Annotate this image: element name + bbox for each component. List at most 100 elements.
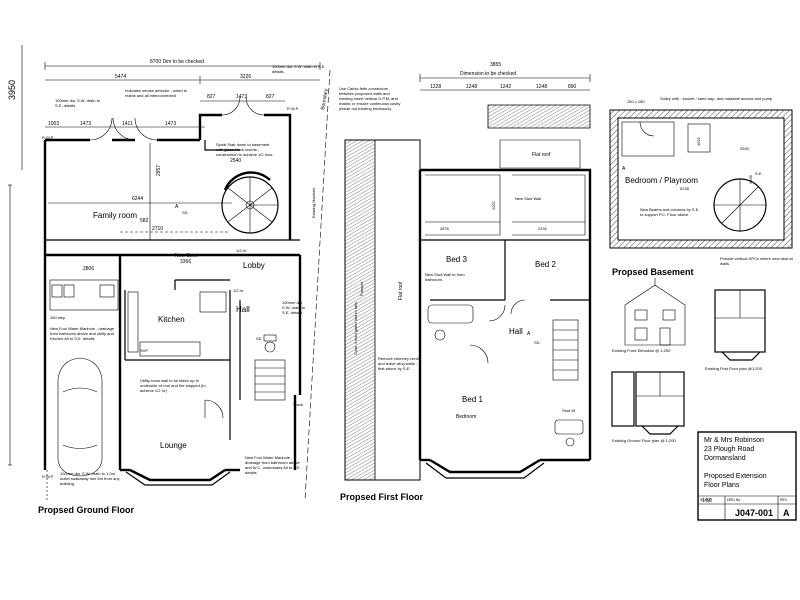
note-spiral-stair: Spiral Stair down to basement with glass… [216,142,274,157]
boundary-label: Boundary [320,88,330,111]
dim-2876: 2876 [440,226,450,231]
basement-plan: 150 x 150 Sulley with - bucket / sand tr… [609,96,793,277]
parapet-label: Parapet [359,281,364,296]
dim-overall-first: Dimension to be checked [460,71,516,77]
note-sulley: Sulley with - bucket / sand trap, and ma… [660,96,772,101]
ground-floor-title: Propsed Ground Floor [38,505,134,515]
drawing-desc-2: Floor Plans [704,482,740,489]
dim-827b: 827 [266,94,275,100]
dim-1411: 1411 [122,121,133,127]
family-room-label: Family room [93,211,137,220]
dim-6244: 6244 [132,196,143,202]
lounge-label: Lounge [160,441,187,450]
spiral-stair [221,171,279,234]
rwp-label-2: R.W.P. [287,106,299,111]
first-floor-title: Propsed First Floor [340,492,424,502]
dim-3226: 3226 [240,74,251,80]
revision: A [783,508,790,518]
dim-2540-basement: 2540 [740,146,750,151]
svp-label: SVP [140,348,148,353]
half-hr-label-2: 1/2 hr. [233,288,244,293]
gutter-label: Code 4 lead gutter laid to falls [353,302,358,355]
dim-890: 890 [568,84,577,90]
dim-2540: 2540 [230,158,241,164]
new-stud-label: New Stud Wall [515,196,541,201]
first-sd-mark: SD. [534,340,541,345]
note-utility-wall: Utility room wall to be taken up to unde… [140,378,206,393]
dim-left-height: 3950 [7,80,17,100]
existing-first-floor-plan: Existing First Floor plan @1:200 [705,289,766,371]
rev-label: REV [780,498,788,502]
flat-roof-side-label: Flat roof [398,281,404,300]
note-150-step: 150 step [50,315,65,320]
address-line-2: Dormansland [704,455,746,462]
rwp-label-3: R.W.P. [42,474,54,479]
note-foul-water-1: New Foul Water Manhole - drainage from b… [50,326,114,341]
dim-5474: 5474 [115,74,126,80]
bedroom-label: Bedroom [456,414,476,420]
stud-wall-label: Stud W [562,408,575,413]
note-catnic: Use Catnic firtie connectors between pro… [339,86,400,111]
basement-title: Propsed Basement [612,267,694,277]
note-vertical-dpc: Provide vertical DPCs where new abut at … [720,256,793,266]
hall-label: Hall [236,305,250,314]
first-a-marker: A [527,331,531,337]
ground-sd-mark: SD. [182,210,189,215]
bed1-label: Bed 1 [462,395,483,404]
basement-a-marker: A [622,166,626,172]
scale-label: SCALE [700,498,712,502]
rwp-label-1: R.W.P. [42,135,54,140]
sd-small-label: SD [256,336,262,341]
dim-2710: 2710 [152,226,163,232]
title-block: Mr & Mrs Robinson 23 Plough Road Dormans… [697,431,797,521]
existing-front-elevation: Existing Front Elevation @ 1:200 [612,278,686,353]
dim-5238: 5238 [680,186,690,191]
half-hr-label: 1/2 hr. [236,248,247,253]
dim-overall-ground: 8700 Dim to be checked [150,59,204,65]
basement-sd-mark: S.E. [755,171,763,176]
first-hall-label: Hall [509,327,523,336]
lobby-label: Lobby [243,261,265,270]
dim-2292: 2292 [538,226,548,231]
note-sw-drain-2: 100mm dia. S.W. drain to S.E. details [272,64,326,74]
ground-a-marker: A [175,204,179,210]
dim-2007: 2007 [491,200,496,210]
stock-label: Stock [293,402,303,407]
car-outline [57,357,103,477]
dim-1473b: 1473 [165,121,176,127]
front-elevation-caption: Existing Front Elevation @ 1:200 [612,348,671,353]
dim-1228: 1228 [430,84,441,90]
dim-1473c: 1473 [236,94,247,100]
dim-1652: 1652 [696,136,701,146]
dim-1473a: 1473 [80,121,91,127]
note-foul-water-2: New Foul Water Manhole - drainage from b… [245,455,301,475]
note-sw-drain-3: 100mm dia. S.W. drain to S.E. details [282,300,305,315]
dim-1248b: 1248 [536,84,547,90]
note-chimney: Remove chimney centre and leave wing wal… [378,356,421,371]
kitchen-label: Kitchen [158,315,185,324]
note-stud-bathroom: New Stud Wall to form bathroom. [425,272,465,282]
drawing-number: J047-001 [735,508,773,518]
basement-bedroom-label: Bedroom / Playroom [625,176,698,185]
address-line-1: 23 Plough Road [704,446,754,453]
dim-3366: 3366 [180,259,191,265]
ground-floor-caption: Existing Ground Floor plan @ 1:200 [612,438,676,443]
dim-2806: 2806 [83,266,94,272]
dim-3839: 3839 [748,174,753,184]
first-floor-plan: Dimension to be checked 3855 1228 1248 1… [340,62,592,502]
dim-827a: 827 [207,94,216,100]
note-sw-drain-1: 100mm dia. S.W. drain to S.E. details [55,98,100,108]
scale-value: 1:50 [702,498,712,504]
note-smoke-detector: Indicates smoke detector - wired to main… [125,88,187,98]
dim-3855: 3855 [490,62,501,68]
client-name: Mr & Mrs Robinson [704,437,764,444]
drawing-desc-1: Proposed Extension [704,473,767,480]
dim-1248a: 1248 [466,84,477,90]
dim-1242: 1242 [500,84,511,90]
flat-roof-top-label: Flat roof [532,152,551,158]
existing-ground-floor-plan: Existing Ground Floor plan @ 1:200 [611,371,685,443]
bed2-label: Bed 2 [535,260,556,269]
dim-1003: 1003 [48,121,59,127]
existing-manhole-label: Existing Manhole [311,187,316,218]
